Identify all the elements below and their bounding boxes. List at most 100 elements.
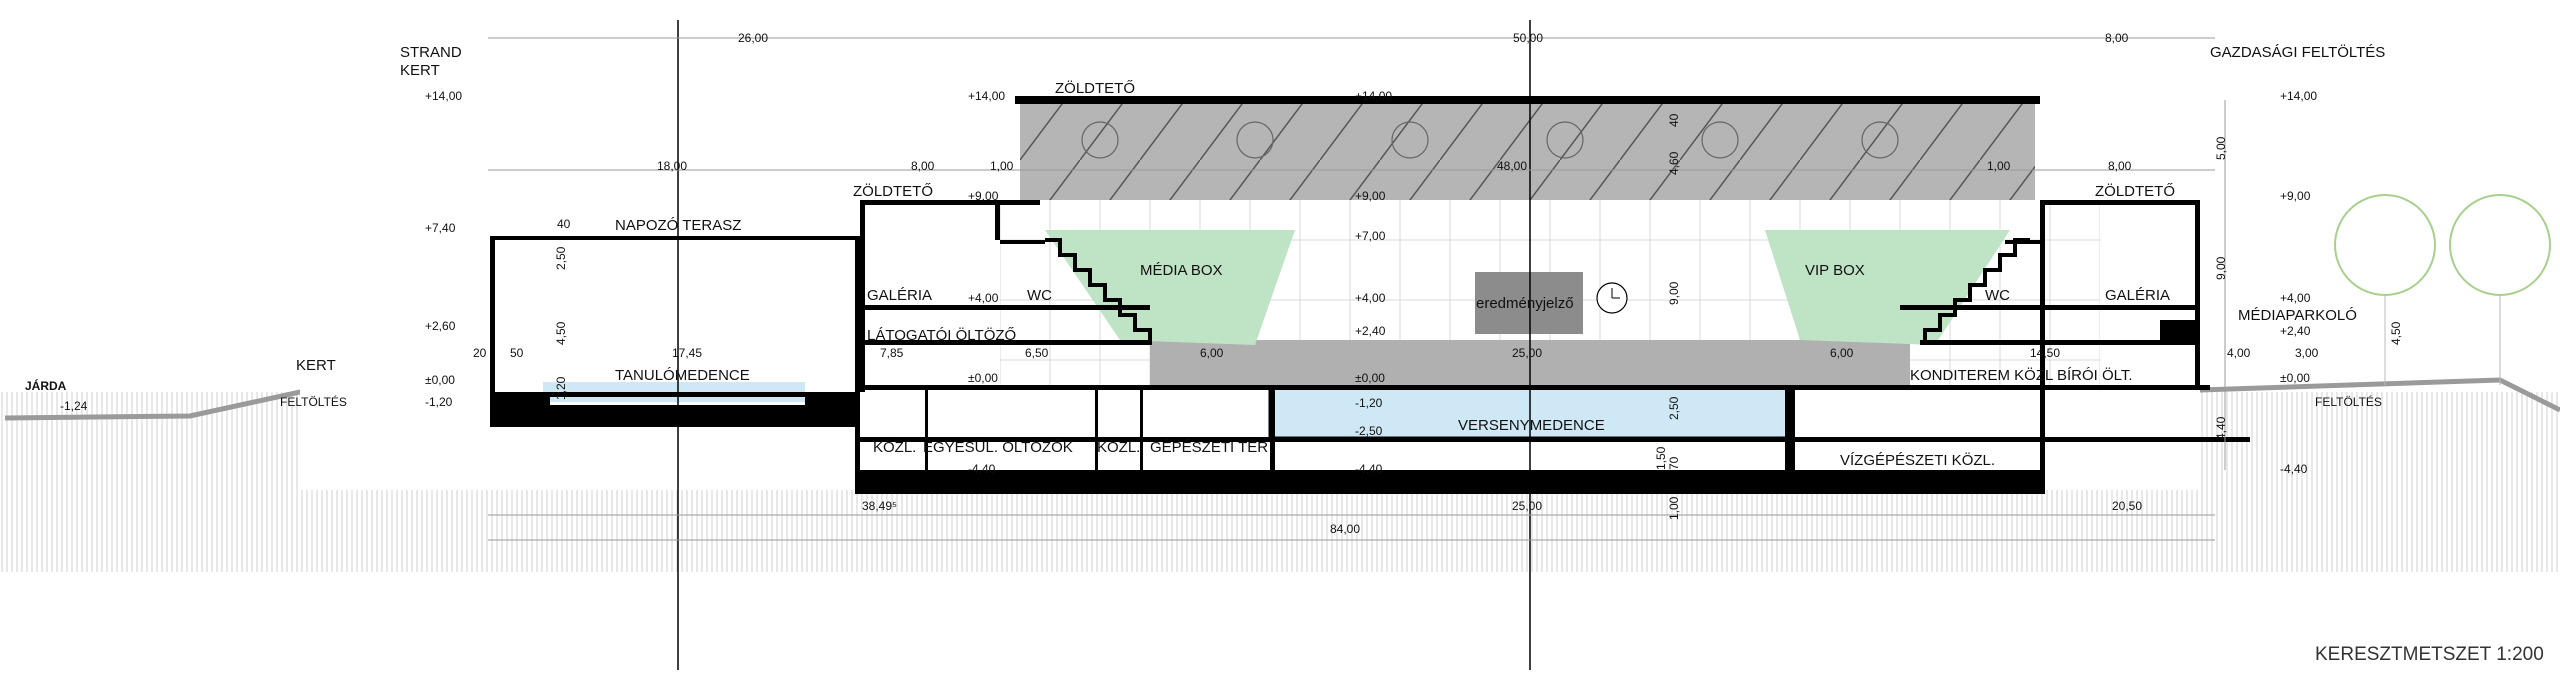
dim-2050: 20,50 — [2112, 499, 2142, 513]
level-g0: ±0,00 — [968, 371, 998, 385]
dim-48: 48,00 — [1497, 159, 1527, 173]
level-cm12: -1,20 — [1355, 396, 1383, 410]
level-z9: +9,00 — [968, 189, 999, 203]
level-c14: +14,00 — [1355, 89, 1392, 103]
dim-84: 84,00 — [1330, 522, 1360, 536]
label-kozl-2: KÖZL. — [1097, 438, 1140, 456]
dim-900-right: 9,00 — [2214, 256, 2228, 280]
label-gepeszeti-ter: GÉPÉSZETI TÉR — [1150, 439, 1268, 456]
label-galeria-right: GALÉRIA — [2105, 287, 2170, 304]
dim-650: 6,50 — [1025, 346, 1049, 360]
label-tanulomedence: TANULÓMEDENCE — [615, 367, 750, 384]
level-r0: ±0,00 — [2280, 371, 2310, 385]
level-left-0: ±0,00 — [425, 373, 455, 387]
dim-600-left: 6,00 — [1200, 346, 1224, 360]
label-zoldteto-left: ZÖLDTETŐ — [853, 182, 933, 200]
dim-1-left: 1,00 — [990, 159, 1014, 173]
roof-circles — [1081, 121, 1899, 159]
roof-truss-diagonals — [1020, 100, 2035, 200]
dim-100: 1,00 — [1667, 496, 1681, 520]
dim-600-right: 6,00 — [1830, 346, 1854, 360]
label-zoldteto-right: ZÖLDTETŐ — [2095, 182, 2175, 200]
label-gazdasagi: GAZDASÁGI FELTÖLTÉS — [2210, 43, 2385, 61]
structure-walls — [490, 200, 2250, 494]
roof-top-slab — [1015, 96, 2040, 104]
grid-axes — [677, 20, 1531, 670]
label-konditerem: KONDITEREM KÖZL BÍRÓI ÖLT. — [1910, 366, 2133, 384]
level-markers: +14,00 +7,40 +2,60 ±0,00 -1,20 -1,24 +14… — [60, 89, 2317, 476]
level-z14: +14,00 — [968, 89, 1005, 103]
drawing-title: KERESZTMETSZET 1:200 — [2315, 644, 2544, 665]
dim-20: 20 — [473, 346, 487, 360]
level-r9: +9,00 — [2280, 189, 2311, 203]
dim-2500-mid: 25,00 — [1512, 346, 1542, 360]
label-egyesul-oltozok: EGYESÜL. ÖLTÖZŐK — [923, 438, 1073, 456]
label-vip-box: VIP BOX — [1805, 262, 1865, 279]
level-m44: -4,40 — [968, 462, 996, 476]
dim-450a: 4,50 — [554, 321, 568, 345]
dim-8-top: 8,00 — [2105, 31, 2129, 45]
dim-450-right: 4,50 — [2389, 321, 2403, 345]
dim-50s: 50 — [510, 346, 524, 360]
dim-8-right: 8,00 — [2108, 159, 2132, 173]
level-left-26: +2,60 — [425, 319, 456, 333]
dim-1450: 14,50 — [2030, 346, 2060, 360]
level-c9: +9,00 — [1355, 189, 1386, 203]
dim-300-right: 3,00 — [2295, 346, 2319, 360]
dim-8-left: 8,00 — [911, 159, 935, 173]
level-r24: +2,40 — [2280, 324, 2311, 338]
dim-250a: 2,50 — [554, 246, 568, 270]
label-zoldteto-top: ZÖLDTETŐ — [1055, 79, 1135, 97]
dim-40a: 40 — [557, 217, 571, 231]
label-versenymedence: VERSENYMEDENCE — [1458, 417, 1605, 434]
level-c0: ±0,00 — [1355, 371, 1385, 385]
level-cm25: -2,50 — [1355, 424, 1383, 438]
label-latogatoi: LÁTOGATÓI ÖLTÖZŐ — [867, 326, 1016, 344]
scoreboard — [1475, 272, 1583, 334]
label-feltoltes-left: FELTÖLTÉS — [280, 394, 347, 409]
seating-left — [1045, 238, 1152, 345]
dimension-texts: 26,00 50,00 8,00 18,00 8,00 1,00 48,00 1… — [473, 31, 2403, 536]
level-cm44: -4,40 — [1355, 462, 1383, 476]
label-jarda: JÁRDA — [25, 378, 67, 393]
dim-440: 4,40 — [2214, 416, 2228, 440]
dim-460: 4,60 — [1667, 151, 1681, 175]
dim-18: 18,00 — [657, 159, 687, 173]
level-c4: +4,00 — [1355, 291, 1386, 305]
dim-900: 9,00 — [1667, 281, 1681, 305]
level-left-m12: -1,20 — [425, 395, 453, 409]
dim-400-right: 4,00 — [2227, 346, 2251, 360]
label-kert: KERT — [296, 357, 336, 374]
dim-500-right: 5,00 — [2214, 136, 2228, 160]
level-jarda: -1,24 — [60, 399, 88, 413]
level-r4: +4,00 — [2280, 291, 2311, 305]
level-r14: +14,00 — [2280, 89, 2317, 103]
label-strand: STRAND — [400, 44, 462, 61]
label-media-box: MÉDIA BOX — [1140, 262, 1223, 279]
dim-3849: 38,49⁵ — [862, 499, 897, 513]
level-left-74: +7,40 — [425, 221, 456, 235]
label-wc-left: WC — [1027, 287, 1052, 304]
dim-120a: 1,20 — [554, 376, 568, 400]
dim-70: 70 — [1667, 456, 1681, 470]
trees — [2334, 194, 2551, 385]
level-left-14: +14,00 — [425, 89, 462, 103]
dim-1745: 17,45 — [672, 346, 702, 360]
dim-40b: 40 — [1667, 113, 1681, 127]
label-feltoltes-right: FELTÖLTÉS — [2315, 394, 2382, 409]
label-eredmenyjelzo: eredményjelző — [1476, 295, 1574, 312]
label-wc-right: WC — [1985, 287, 2010, 304]
label-kozl-1: KÖZL. — [873, 438, 916, 456]
label-galeria-left: GALÉRIA — [867, 287, 932, 304]
seating-right — [1923, 238, 2030, 345]
dim-2500-b: 25,00 — [1512, 499, 1542, 513]
label-mediaparkolo: MÉDIAPARKOLÓ — [2238, 307, 2357, 324]
level-c7: +7,00 — [1355, 229, 1386, 243]
level-c24: +2,40 — [1355, 324, 1386, 338]
dim-250b: 2,50 — [1667, 396, 1681, 420]
dimension-lines — [488, 37, 2226, 541]
label-vizgepeszeti: VÍZGÉPÉSZETI KÖZL. — [1840, 451, 1995, 469]
dim-785: 7,85 — [880, 346, 904, 360]
level-rm44: -4,40 — [2280, 462, 2308, 476]
